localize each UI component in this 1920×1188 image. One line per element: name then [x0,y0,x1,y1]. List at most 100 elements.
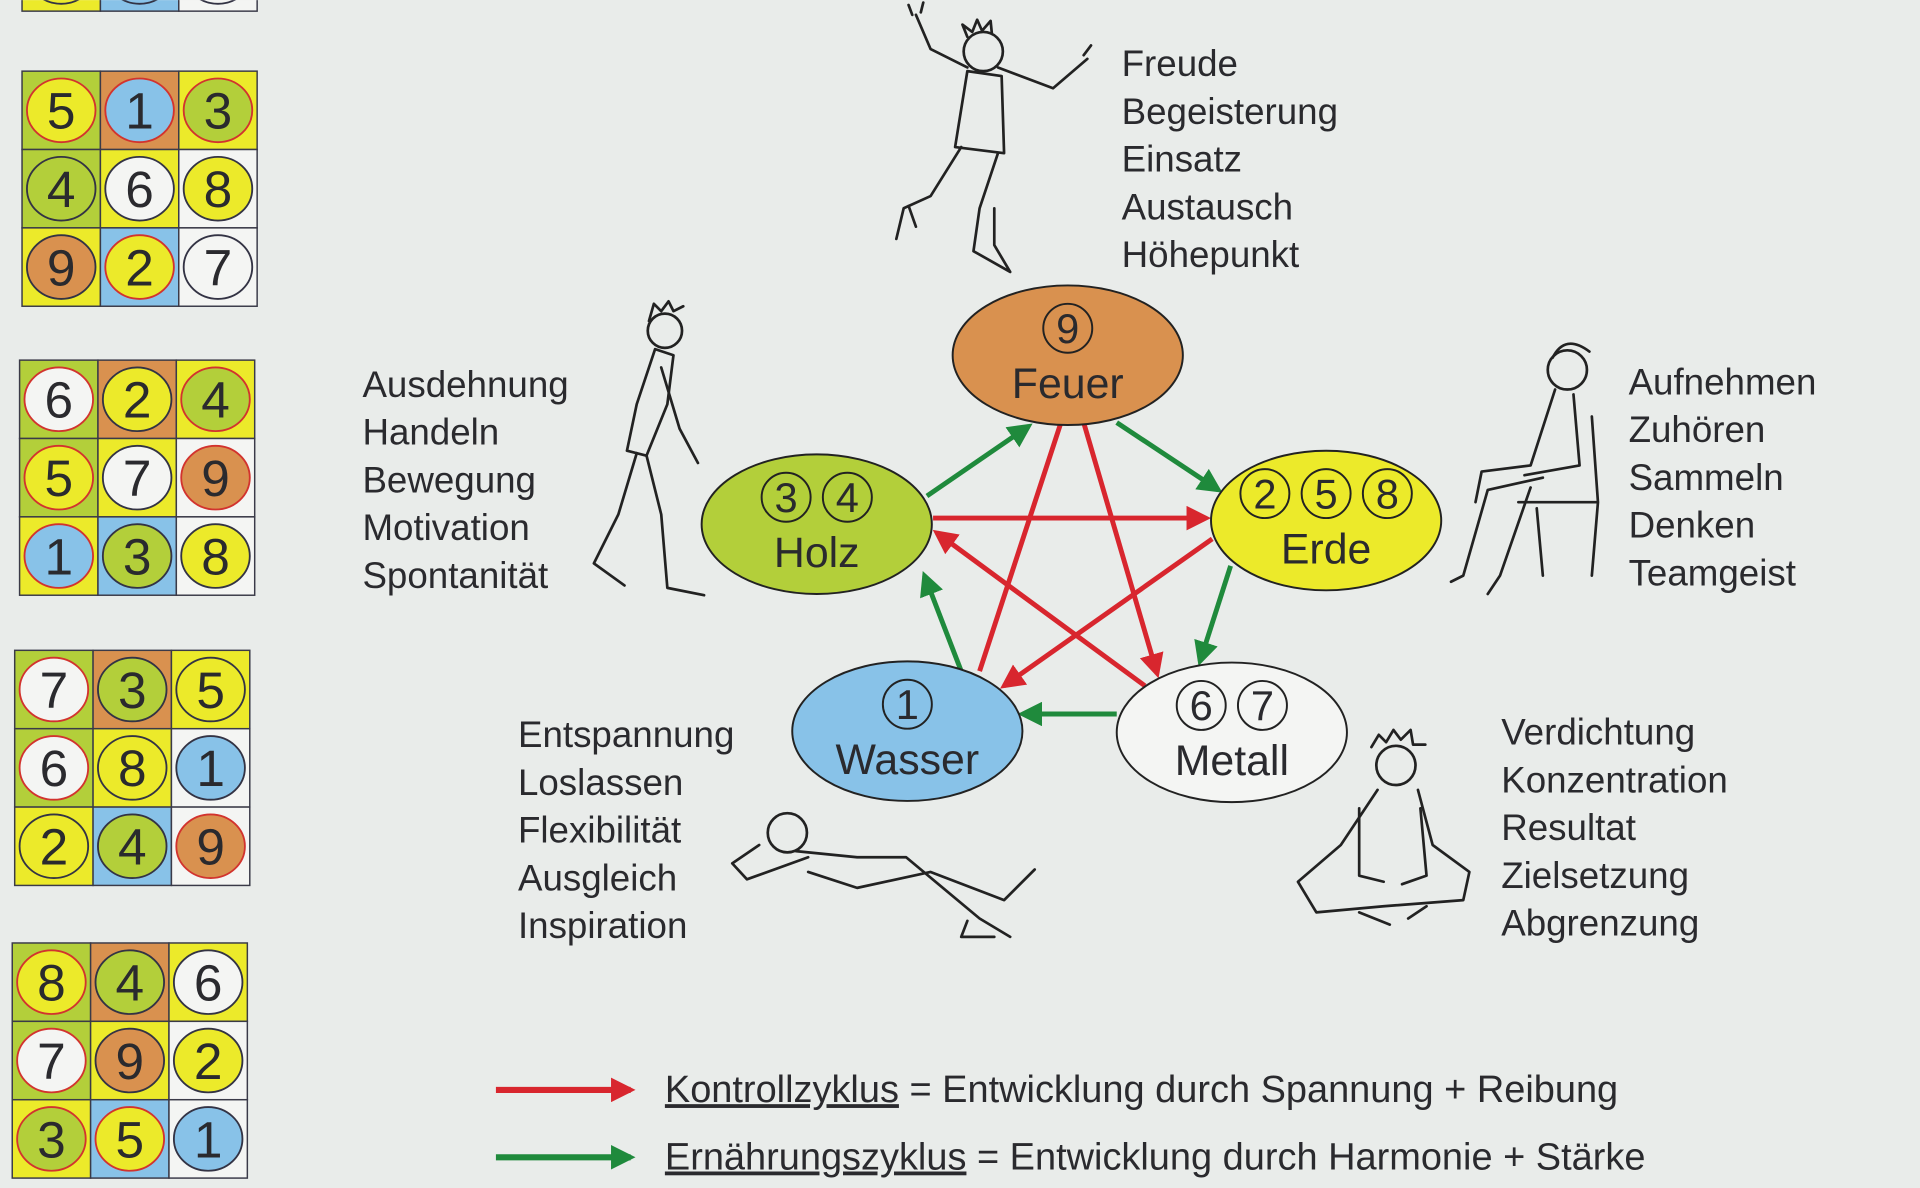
element-number: 4 [836,474,859,521]
number-circle [101,444,173,511]
square-number: 8 [37,954,66,1012]
legend-text: = Entwicklung durch Spannung + Reibung [899,1069,1618,1111]
square-number: 5 [47,82,76,140]
keyword: Freude [1122,43,1238,84]
keywords-feuer: FreudeBegeisterungEinsatzAustauschHöhepu… [1122,43,1338,275]
number-circle [94,949,165,1015]
number-circle [104,234,175,300]
number-circle [18,656,90,723]
square-number: 8 [118,739,147,797]
number-circle [18,735,90,801]
number-circle [94,1027,165,1094]
number-circle [821,471,873,523]
number-circle [97,735,168,801]
number-circle [1236,679,1288,731]
square-number: 2 [194,1032,223,1090]
number-circle [1361,468,1413,520]
number-circle [104,155,175,222]
number-circle [1175,679,1227,731]
number-circle [881,678,933,730]
number-circle [760,471,812,523]
keyword: Ausgleich [518,857,677,898]
number-circle [121,0,158,5]
number-circle [200,0,236,5]
legend-term: Kontrollzyklus [665,1069,899,1111]
element-label: Feuer [1012,360,1124,408]
keyword-lists: FreudeBegeisterungEinsatzAustauschHöhepu… [362,43,1816,946]
element-number: 8 [1376,470,1399,517]
number-circle [94,1106,165,1172]
lying-person-icon [730,811,1037,939]
control-arrow-wasser-feuer [977,393,1075,672]
square-number: 6 [194,954,223,1012]
keyword: Austausch [1122,186,1293,227]
number-circle [180,366,251,433]
control-arrow-erde-wasser [1000,536,1214,689]
element-label: Wasser [836,736,980,784]
square-number: 7 [123,449,152,507]
jumping-person-icon [894,1,1093,274]
keywords-wasser: EntspannungLoslassenFlexibilitätAusgleic… [518,714,734,946]
number-circle [26,155,97,222]
nourish-arrow-wasser-holz [920,571,964,673]
cycle-arrows [920,393,1233,727]
square-number: 1 [196,739,225,797]
square-number: 6 [125,160,154,218]
number-circle [1300,468,1352,520]
element-ellipse [951,284,1184,427]
keyword: Sammeln [1629,457,1784,498]
square-number: 9 [201,449,230,507]
square-number: 1 [125,82,154,140]
square-number: 9 [196,818,225,876]
number-circle [43,0,80,5]
square-number: 1 [44,527,73,585]
element-label: Holz [774,529,860,577]
legend-text: = Entwicklung durch Harmonie + Stärke [966,1137,1645,1179]
square-number: 2 [40,818,69,876]
magic-square [21,0,258,12]
element-ellipse [1115,661,1348,804]
element-number: 5 [1315,470,1338,517]
number-circle [182,77,254,144]
number-circle [182,155,254,222]
square-number: 3 [37,1110,66,1168]
element-number: 3 [775,474,798,521]
keyword: Zuhören [1629,409,1766,450]
number-circle [180,444,251,511]
element-number: 6 [1190,682,1213,729]
keyword: Spontanität [362,555,548,596]
keyword: Resultat [1501,807,1636,848]
number-circle [172,1106,244,1172]
square-number: 8 [204,160,233,218]
keyword: Motivation [362,507,529,548]
element-label: Erde [1281,525,1371,573]
number-circle [175,656,246,723]
number-circle [175,735,246,801]
number-circle [23,523,94,589]
keyword: Handeln [362,412,499,453]
keyword: Inspiration [518,905,687,946]
keyword: Höhepunkt [1122,234,1300,275]
keyword: Teamgeist [1629,552,1796,593]
number-circle [18,813,90,879]
keyword: Ausdehnung [362,364,568,405]
square-cell [21,0,102,12]
number-circle [172,949,244,1015]
number-circle [23,444,94,511]
number-circle [26,234,97,300]
nourish-arrow-erde-metall [1194,565,1233,667]
square-number: 4 [115,954,144,1012]
control-arrow-feuer-metall [1081,421,1164,679]
walking-person-icon [592,300,706,597]
number-circle [16,949,87,1015]
square-number: 2 [125,238,154,296]
sitting-chair-person-icon [1449,342,1600,596]
keyword: Begeisterung [1122,91,1338,132]
